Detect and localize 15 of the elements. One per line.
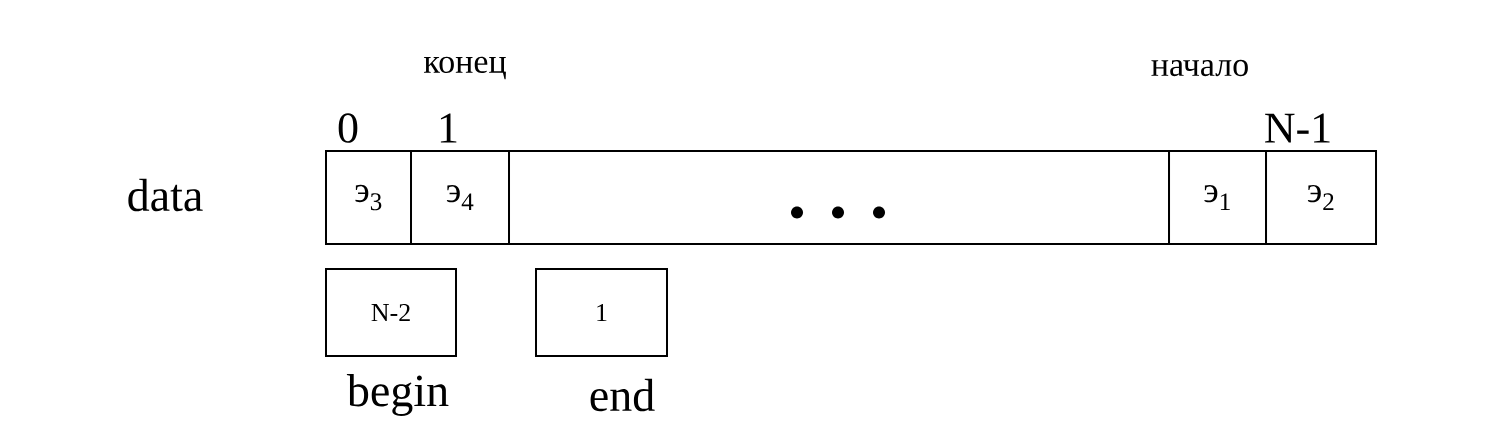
text-label: конец bbox=[424, 56, 506, 80]
variable-box: N-2 bbox=[325, 268, 457, 357]
array-cell: э$_{4}$ bbox=[410, 150, 510, 245]
text-label: начало bbox=[1151, 59, 1248, 77]
index-label: 1 bbox=[440, 113, 457, 143]
array-cell: э$_{2}$ bbox=[1265, 150, 1377, 245]
array-cell: э$_{1}$ bbox=[1168, 150, 1267, 245]
variable-name: begin bbox=[346, 374, 449, 416]
array-cell bbox=[508, 150, 1170, 245]
index-label: N-1 bbox=[1265, 113, 1330, 143]
text-label: data bbox=[128, 178, 203, 212]
variable-name: end bbox=[590, 378, 655, 412]
array-cell: э$_{3}$ bbox=[325, 150, 412, 245]
index-label: 0 bbox=[338, 113, 358, 143]
variable-box: 1 bbox=[535, 268, 668, 357]
